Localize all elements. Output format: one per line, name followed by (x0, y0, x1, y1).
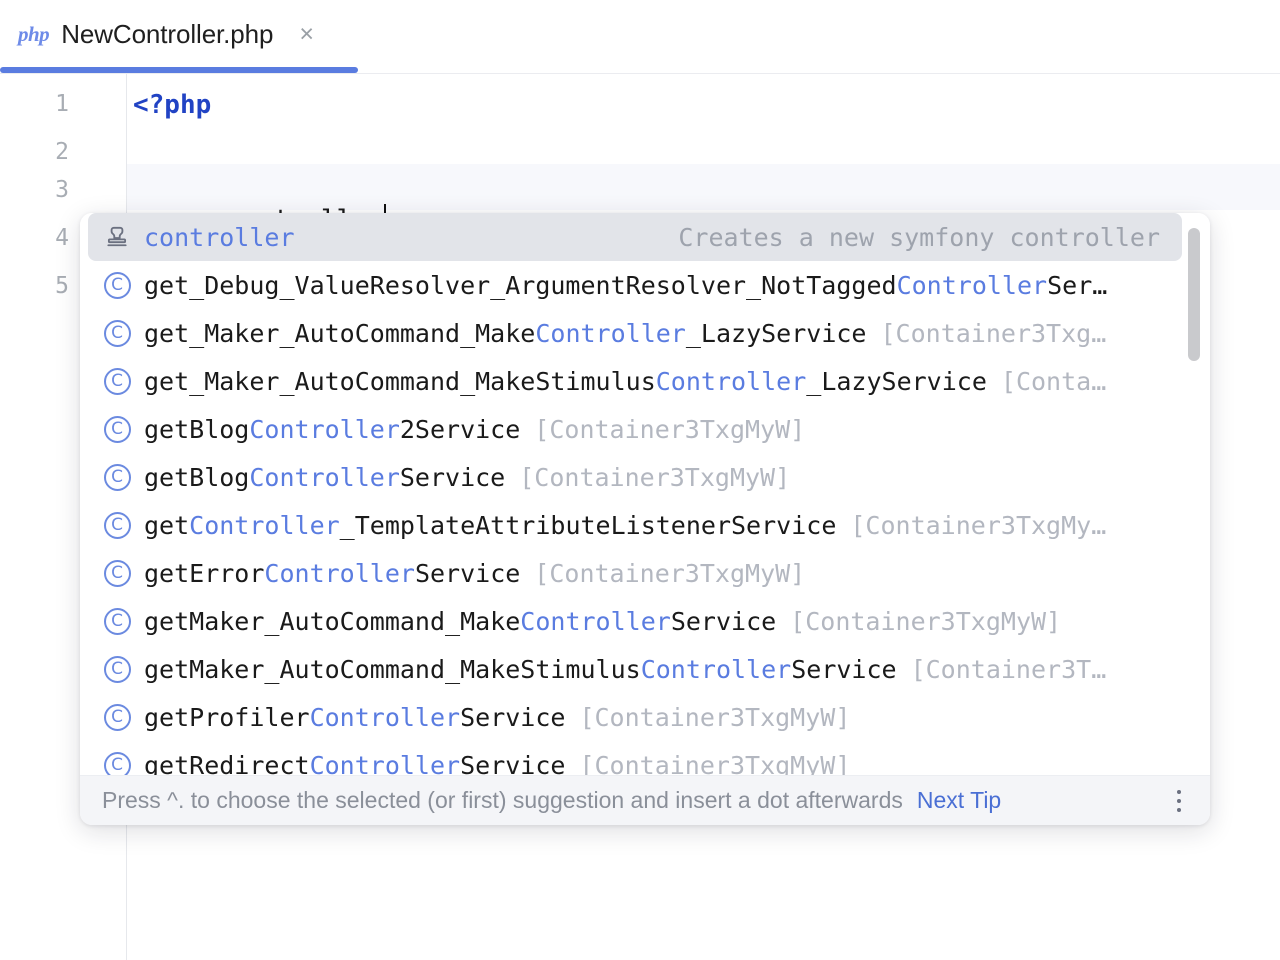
class-icon: C (102, 606, 132, 636)
completion-list[interactable]: controller Creates a new symfony controll… (80, 213, 1210, 775)
completion-item-container-tag: [Container3Txg (880, 318, 1092, 348)
completion-item[interactable]: controller Creates a new symfony controll… (88, 213, 1182, 261)
completion-scrollbar[interactable] (1188, 219, 1204, 771)
completion-item-label: getProfilerControllerService (144, 702, 566, 732)
completion-item-container-tag: [Container3TxgMy (850, 510, 1092, 540)
truncation-ellipsis: … (1091, 318, 1107, 348)
code-line-1: <?php (133, 90, 212, 120)
close-icon[interactable]: × (299, 19, 314, 48)
completion-item-label: getErrorControllerService (144, 558, 521, 588)
class-icon-glyph: C (103, 751, 131, 775)
completion-item-container-tag: [Container3TxgMyW] (579, 750, 851, 776)
hint-text: Press ^. to choose the selected (or firs… (102, 787, 903, 813)
truncation-ellipsis: … (1091, 366, 1107, 396)
class-icon: C (102, 702, 132, 732)
class-icon-glyph: C (103, 511, 131, 539)
class-icon: C (102, 558, 132, 588)
class-icon: C (102, 462, 132, 492)
class-icon: C (102, 414, 132, 444)
class-icon-glyph: C (103, 703, 131, 731)
editor-tab-bar: php NewController.php × (0, 0, 1280, 74)
kebab-menu-icon[interactable] (1166, 785, 1192, 817)
completion-item-label: getBlogController2Service (144, 414, 521, 444)
php-file-icon: php (18, 21, 50, 46)
class-icon-glyph: C (103, 463, 131, 491)
completion-item-label: get_Maker_AutoCommand_MakeStimulusContro… (144, 366, 987, 396)
completion-item-label: getBlogControllerService (144, 462, 506, 492)
next-tip-link[interactable]: Next Tip (916, 787, 1002, 813)
line-number: 5 (55, 273, 69, 299)
editor-tab-newcontroller-php[interactable]: php NewController.php × (0, 0, 332, 68)
code-completion-popup[interactable]: controller Creates a new symfony controll… (80, 213, 1210, 825)
completion-item-container-tag: [Container3TxgMyW] (534, 558, 806, 588)
completion-item-label: controller (144, 222, 295, 252)
completion-item-label: getRedirectControllerService (144, 750, 566, 776)
completion-item-container-tag: [Container3TxgMyW] (579, 702, 851, 732)
class-icon-glyph: C (103, 271, 131, 299)
tab-title: NewController.php (61, 18, 274, 49)
active-tab-indicator (0, 67, 358, 73)
truncation-ellipsis: … (1092, 270, 1108, 300)
class-icon: C (102, 750, 132, 775)
completion-scrollbar-thumb[interactable] (1188, 228, 1200, 361)
stamp-icon (102, 222, 132, 252)
class-icon-glyph: C (103, 559, 131, 587)
line-number: 4 (55, 225, 69, 251)
line-number: 1 (55, 91, 69, 117)
completion-item-container-tag: [Container3T (910, 654, 1092, 684)
completion-item-label: get_Maker_AutoCommand_MakeController_Laz… (144, 318, 867, 348)
completion-item-container-tag: [Container3TxgMyW] (519, 462, 791, 492)
completion-item-container-tag: [Conta (1000, 366, 1092, 396)
completion-item-label: getMaker_AutoCommand_MakeStimulusControl… (144, 654, 897, 684)
line-number: 2 (55, 139, 69, 165)
completion-item-description: Creates a new symfony controller (678, 222, 1160, 252)
completion-item-label: get_Debug_ValueResolver_ArgumentResolver… (144, 270, 1093, 300)
truncation-ellipsis: … (1091, 654, 1107, 684)
class-icon: C (102, 654, 132, 684)
completion-item-label: getController_TemplateAttributeListenerS… (144, 510, 837, 540)
line-number: 3 (55, 177, 69, 203)
truncation-ellipsis: … (1091, 510, 1107, 540)
class-icon-glyph: C (103, 655, 131, 683)
completion-item-label: getMaker_AutoCommand_MakeControllerServi… (144, 606, 777, 636)
class-icon: C (102, 318, 132, 348)
class-icon: C (102, 366, 132, 396)
class-icon-glyph: C (103, 415, 131, 443)
completion-item-container-tag: [Container3TxgMyW] (534, 414, 806, 444)
current-line-highlight (0, 164, 1280, 210)
class-icon: C (102, 510, 132, 540)
class-icon-glyph: C (103, 319, 131, 347)
class-icon: C (102, 270, 132, 300)
completion-item-container-tag: [Container3TxgMyW] (790, 606, 1062, 636)
completion-hint-bar: Press ^. to choose the selected (or firs… (80, 775, 1210, 825)
class-icon-glyph: C (103, 367, 131, 395)
class-icon-glyph: C (103, 607, 131, 635)
